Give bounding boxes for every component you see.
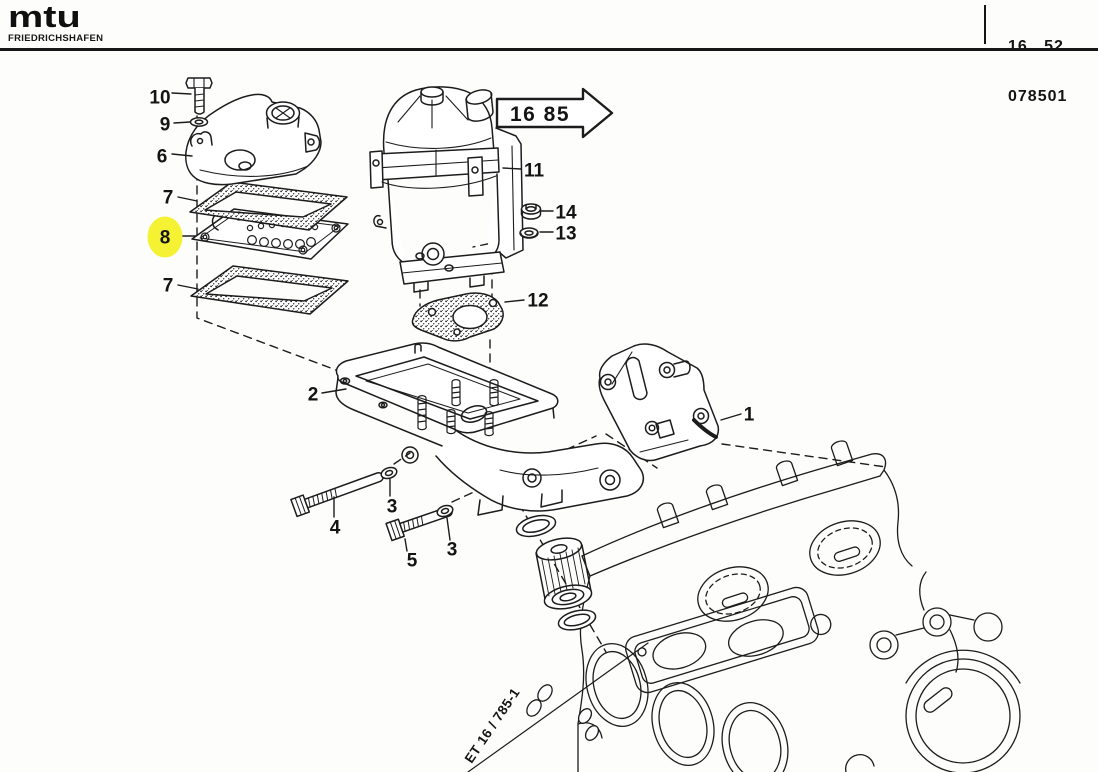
part-washer-13 (519, 227, 539, 239)
callout-1[interactable]: 1 (744, 405, 755, 426)
callout-leader-lines (171, 92, 742, 552)
callout-3-second[interactable]: 3 (447, 540, 458, 561)
sheet-group-number: 16 52 (1008, 37, 1064, 55)
engine-block-drawing (467, 440, 1021, 772)
part-gasket-12 (411, 292, 504, 342)
cross-reference-arrow[interactable]: 16 85 (495, 87, 614, 139)
callout-8[interactable]: 8 (160, 228, 171, 249)
header-rule (0, 48, 1098, 51)
callout-4[interactable]: 4 (330, 518, 341, 539)
callout-7-upper[interactable]: 7 (163, 188, 174, 209)
part-bolt-10 (185, 77, 213, 115)
part-washer-9 (189, 117, 209, 127)
sheet-reference-divider (984, 5, 986, 44)
sheet-reference: 16 52 078501 (984, 5, 1067, 139)
sheet-code-number: 078501 (1008, 87, 1068, 105)
callout-3-first[interactable]: 3 (387, 497, 398, 518)
brand-logo: mtu FRIEDRICHSHAFEN (8, 1, 104, 45)
part-gasket-7-upper (189, 181, 348, 231)
callout-9[interactable]: 9 (160, 115, 171, 136)
part-housing-2 (335, 342, 645, 516)
callout-7-lower[interactable]: 7 (163, 276, 174, 297)
callout-2[interactable]: 2 (308, 385, 319, 406)
callout-labels: 10 9 6 7 8 7 2 11 14 13 12 1 4 3 5 3 (149, 88, 754, 572)
page-header: mtu FRIEDRICHSHAFEN 16 52 078501 (0, 0, 1098, 105)
part-washer-3-first (380, 466, 398, 480)
callout-6[interactable]: 6 (157, 147, 168, 168)
part-cover-6 (185, 93, 322, 186)
part-nut-14 (520, 203, 542, 220)
callout-5[interactable]: 5 (407, 551, 418, 572)
drawing-reference: ET 16 / 785-1 (462, 685, 523, 766)
callout-14[interactable]: 14 (555, 203, 577, 224)
callout-12[interactable]: 12 (527, 291, 548, 312)
part-filter-element (515, 514, 597, 631)
callout-10[interactable]: 10 (149, 88, 170, 109)
brand-name: mtu (8, 0, 81, 34)
callout-11[interactable]: 11 (524, 161, 545, 182)
part-pump-11 (369, 86, 524, 293)
part-washer-3-second (436, 504, 454, 518)
part-bracket-1 (598, 343, 720, 462)
brand-subtitle: FRIEDRICHSHAFEN (8, 33, 104, 45)
cross-reference-arrow-shape[interactable] (495, 87, 614, 139)
part-bolt-4 (290, 471, 384, 518)
callout-highlight (147, 216, 183, 258)
cross-reference-arrow-label[interactable]: 16 85 (510, 103, 570, 126)
part-gasket-7-lower (190, 265, 349, 315)
housing-studs (417, 379, 499, 437)
callout-13[interactable]: 13 (555, 224, 576, 245)
